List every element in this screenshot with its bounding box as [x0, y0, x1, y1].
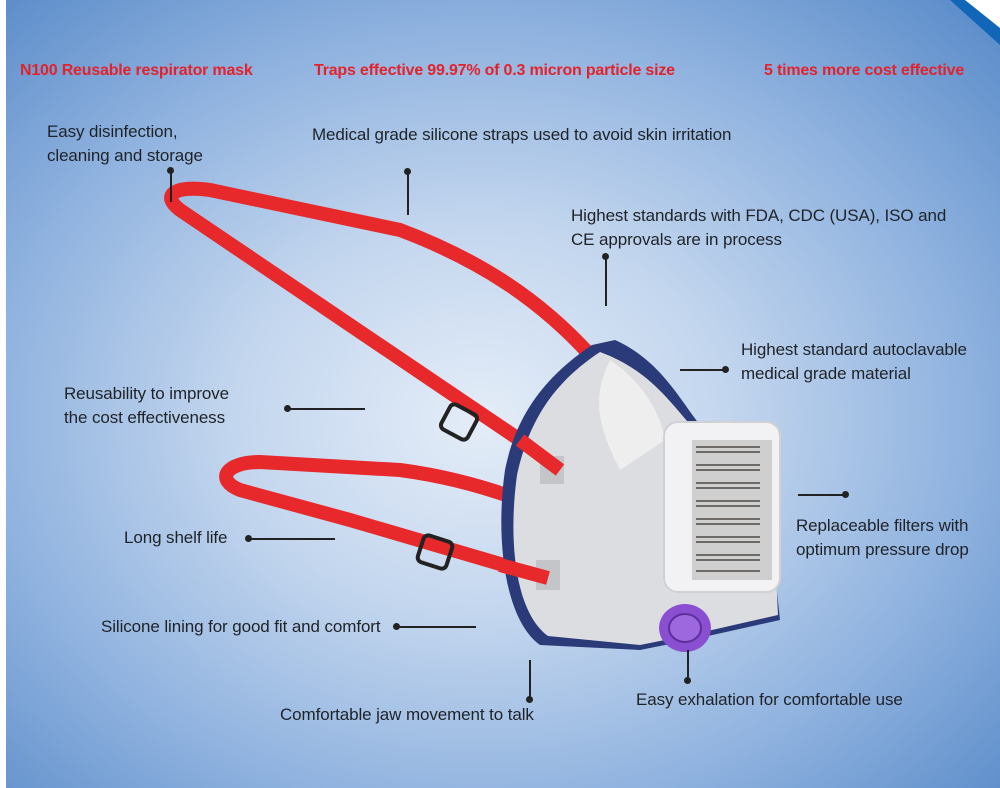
- filter-slats: [696, 446, 760, 572]
- product-title: N100 Reusable respirator mask: [20, 62, 253, 79]
- callout-text: Comfortable jaw movement to talk: [280, 705, 534, 724]
- callout-text: Long shelf life: [124, 528, 228, 547]
- callout-shelf-life: Long shelf life: [124, 526, 228, 550]
- callout-jaw: Comfortable jaw movement to talk: [280, 703, 534, 727]
- callout-material: Highest standard autoclavable medical gra…: [741, 338, 967, 386]
- callout-straps: Medical grade silicone straps used to av…: [312, 123, 731, 147]
- callout-line: [605, 256, 607, 306]
- callout-line: [407, 171, 409, 215]
- callout-dot: [526, 696, 533, 703]
- callout-text: Silicone lining for good fit and comfort: [101, 617, 381, 636]
- callout-lining: Silicone lining for good fit and comfort: [101, 615, 381, 639]
- upper-buckle: [438, 402, 480, 442]
- callout-text: medical grade material: [741, 364, 911, 383]
- callout-line: [287, 408, 365, 410]
- lower-buckle: [415, 533, 455, 571]
- callout-line: [687, 650, 689, 680]
- cost-claim: 5 times more cost effective: [764, 62, 965, 79]
- efficiency-claim: Traps effective 99.97% of 0.3 micron par…: [314, 62, 675, 79]
- callout-line: [170, 170, 172, 202]
- callout-text: cleaning and storage: [47, 146, 203, 165]
- callout-text: Easy disinfection,: [47, 122, 178, 141]
- corner-accent-white: [965, 0, 1000, 28]
- callout-text: CE approvals are in process: [571, 230, 782, 249]
- callout-text: Highest standards with FDA, CDC (USA), I…: [571, 206, 947, 225]
- callout-text: Reusability to improve: [64, 384, 230, 403]
- callout-line: [798, 494, 845, 496]
- callout-text: Replaceable filters with: [796, 516, 969, 535]
- callout-dot: [722, 366, 729, 373]
- callout-dot: [684, 677, 691, 684]
- lower-strap: [219, 454, 550, 585]
- left-border: [0, 0, 6, 788]
- callout-filters: Replaceable filters with optimum pressure…: [796, 514, 969, 562]
- callout-reusability: Reusability to improve the cost effective…: [64, 382, 229, 430]
- callout-dot: [842, 491, 849, 498]
- callout-text: the cost effectiveness: [64, 408, 225, 427]
- callout-text: Easy exhalation for comfortable use: [636, 690, 903, 709]
- callout-standards: Highest standards with FDA, CDC (USA), I…: [571, 204, 946, 252]
- callout-text: Highest standard autoclavable: [741, 340, 967, 359]
- callout-line: [680, 369, 725, 371]
- callout-disinfection: Easy disinfection, cleaning and storage: [47, 120, 203, 168]
- callout-line: [396, 626, 476, 628]
- callout-line: [248, 538, 335, 540]
- callout-exhalation: Easy exhalation for comfortable use: [636, 688, 903, 712]
- callout-text: Medical grade silicone straps used to av…: [312, 125, 732, 144]
- callout-line: [529, 660, 531, 698]
- callout-text: optimum pressure drop: [796, 540, 969, 559]
